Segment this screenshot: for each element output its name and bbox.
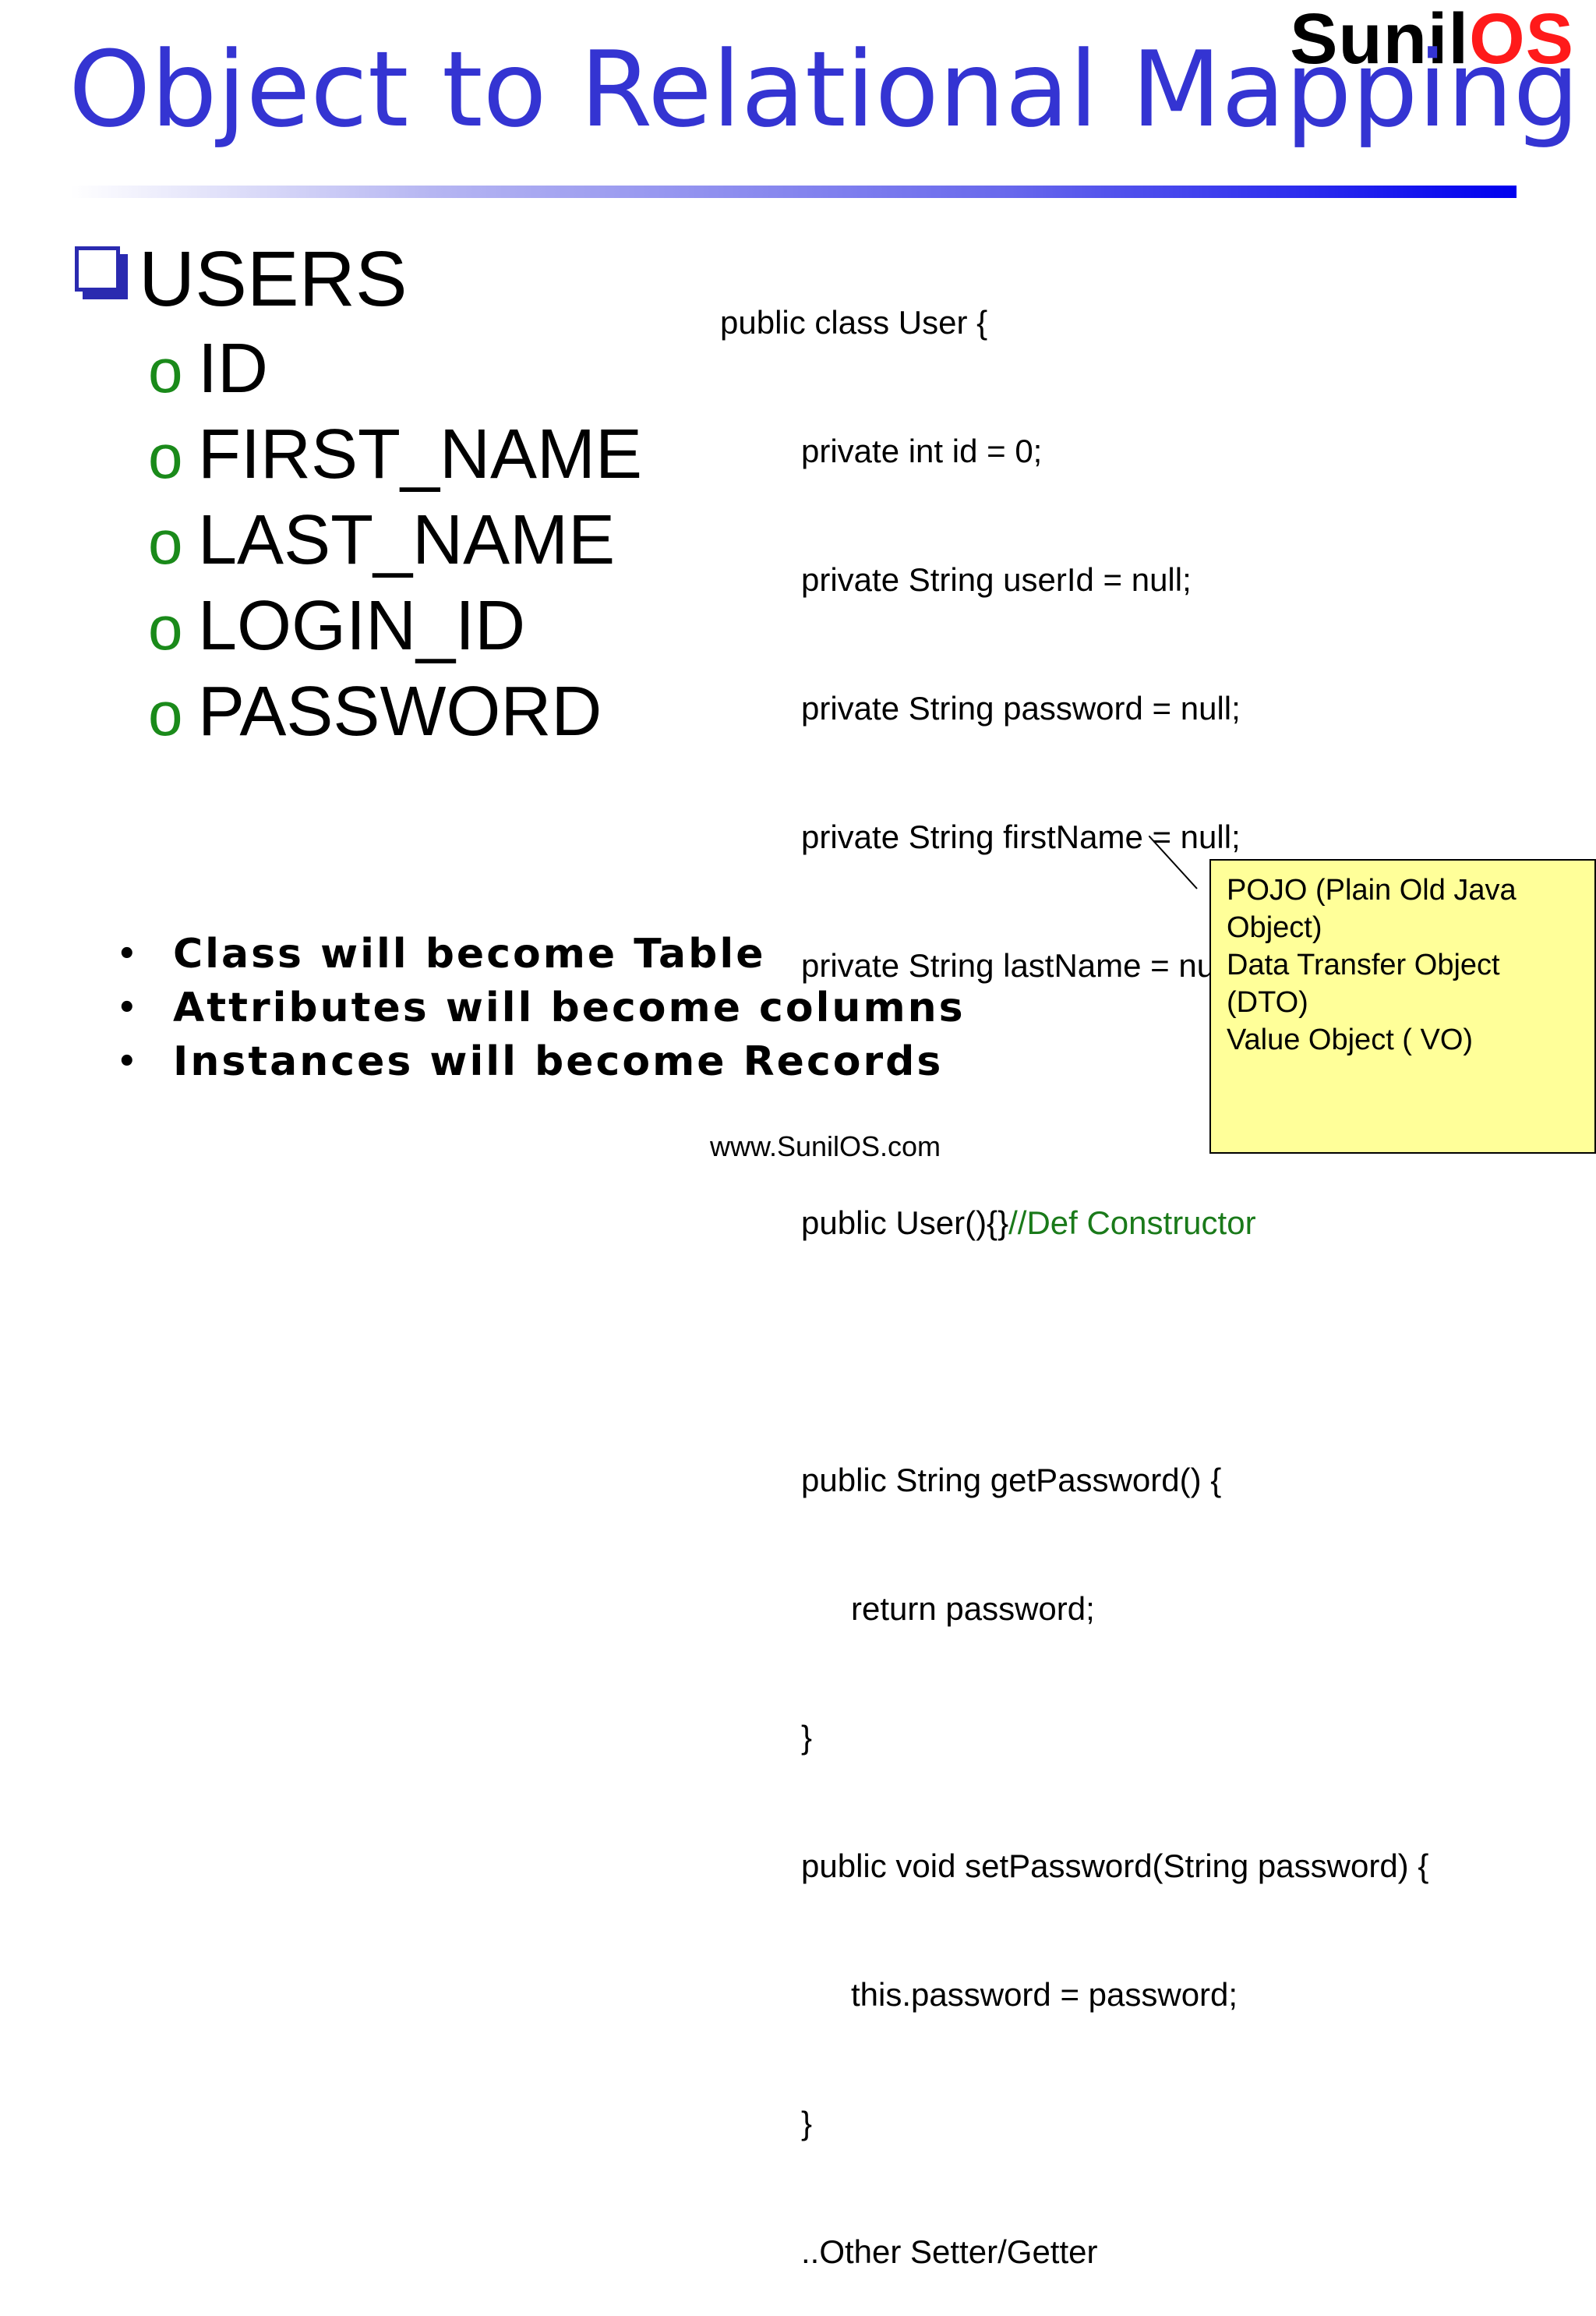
list-item: • Instances will become Records xyxy=(117,1035,966,1089)
code-line: } xyxy=(801,2105,813,2141)
column-name: LAST_NAME xyxy=(198,501,616,579)
table-name: USERS xyxy=(139,235,408,323)
callout-line: POJO (Plain Old Java xyxy=(1227,874,1517,907)
callout-line: Data Transfer Object xyxy=(1227,949,1500,981)
circle-bullet-icon: o xyxy=(148,336,183,405)
circle-bullet-icon: o xyxy=(148,422,183,491)
bullet-dot-icon: • xyxy=(117,1044,139,1080)
callout-line: Object) xyxy=(1227,911,1322,944)
rule-text: Attributes will become columns xyxy=(173,985,966,1031)
circle-bullet-icon: o xyxy=(148,507,183,577)
code-text: public User(){} xyxy=(801,1204,1009,1241)
logo-os-text: OS xyxy=(1469,0,1574,79)
rule-text: Instances will become Records xyxy=(173,1038,944,1085)
slide-title: Object to Relational Mapping xyxy=(69,29,1580,150)
code-line: private String password = null; xyxy=(801,690,1241,727)
code-line: return password; xyxy=(851,1590,1095,1627)
bullet-dot-icon: • xyxy=(117,936,139,972)
checkbox-bullet-icon xyxy=(75,246,129,301)
code-line: } xyxy=(801,1719,813,1756)
circle-bullet-icon: o xyxy=(148,679,183,748)
code-line: private String lastName = null; xyxy=(801,947,1239,984)
mapping-rules-list: • Class will become Table • Attributes wil… xyxy=(117,928,966,1089)
code-line: ..Other Setter/Getter xyxy=(801,2233,1098,2270)
rule-text: Class will become Table xyxy=(173,931,766,978)
code-line-constructor: public User(){}//Def Constructor xyxy=(720,1201,1428,1244)
column-name: PASSWORD xyxy=(198,673,602,751)
code-line: public String getPassword() { xyxy=(801,1462,1222,1498)
code-line: private String userId = null; xyxy=(801,561,1192,598)
footer-url: www.SunilOS.com xyxy=(709,1130,941,1162)
callout-pointer-line xyxy=(1149,836,1198,889)
callout-line: (DTO) xyxy=(1227,986,1308,1019)
code-line: public void setPassword(String password)… xyxy=(801,1847,1429,1884)
code-comment: //Def Constructor xyxy=(1008,1204,1256,1241)
title-gradient-rule xyxy=(70,186,1517,198)
code-line: public class User { xyxy=(720,304,988,341)
java-code-block: public class User { private int id = 0; … xyxy=(720,215,1428,2316)
list-item: • Attributes will become columns xyxy=(117,981,966,1035)
sunilos-logo: SunilOS xyxy=(1290,3,1574,75)
column-name: ID xyxy=(198,330,268,408)
code-line-blank xyxy=(720,1330,1428,1373)
callout-line: Value Object ( VO) xyxy=(1227,1024,1474,1056)
bullet-dot-icon: • xyxy=(117,990,139,1026)
code-line: this.password = password; xyxy=(851,1976,1238,2013)
logo-sunil-text: Sunil xyxy=(1290,0,1470,79)
circle-bullet-icon: o xyxy=(148,593,183,663)
column-name: LOGIN_ID xyxy=(198,587,526,665)
list-item: • Class will become Table xyxy=(117,928,966,981)
column-name: FIRST_NAME xyxy=(198,415,643,493)
table-heading: USERS xyxy=(75,234,408,318)
pojo-callout-note: POJO (Plain Old Java Object) Data Transf… xyxy=(1209,859,1596,1154)
code-line: private String firstName = null; xyxy=(801,819,1241,855)
code-line: private int id = 0; xyxy=(801,433,1043,469)
